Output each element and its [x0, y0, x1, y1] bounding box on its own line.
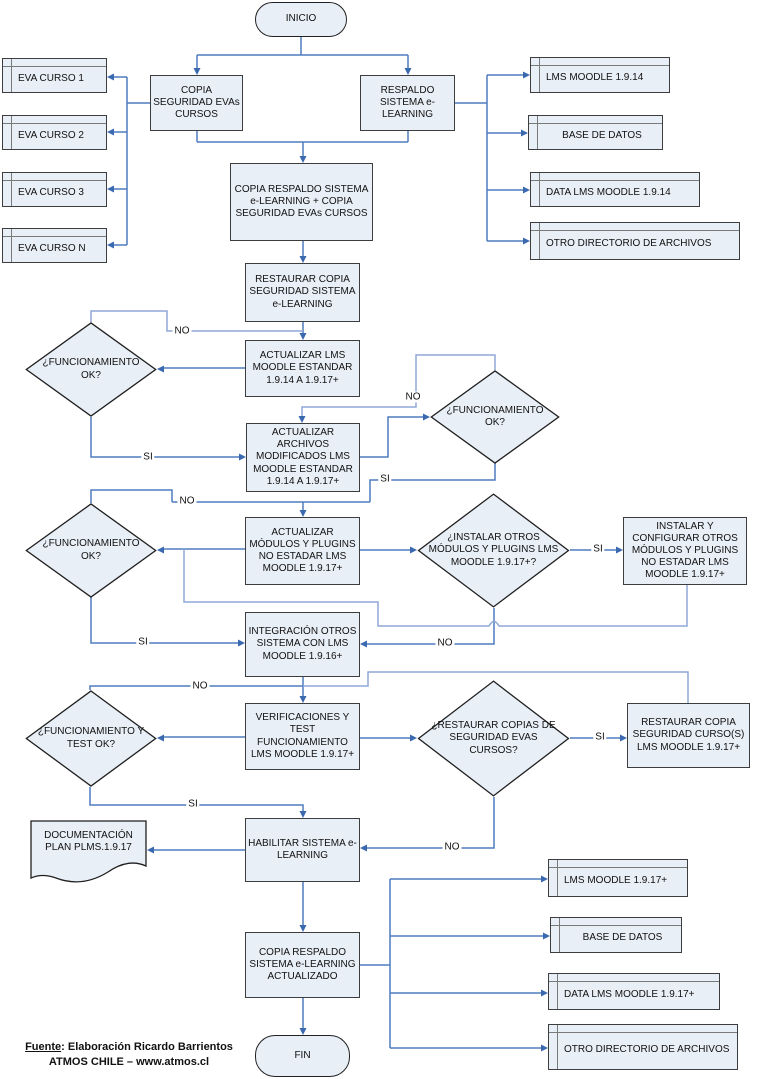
edge-label-si: SI [141, 451, 155, 463]
edge-label-si: SI [136, 636, 150, 648]
decision-label: ¿FUNCIONAMIENTO OK? [446, 404, 544, 428]
process-label: COPIA RESPALDO SISTEMA e-LEARNING + COPI… [234, 183, 369, 220]
diamond-shape [25, 690, 157, 787]
storage-eva-curso-3: EVA CURSO 3 [2, 172, 107, 207]
process-label: INSTALAR Y CONFIGURAR OTROS MÓDULOS Y PL… [631, 520, 739, 581]
process-actualizar-archivos-modificados: ACTUALIZAR ARCHIVOS MODIFICADOS LMS MOOD… [246, 423, 360, 492]
decision-funcionamiento-ok-2: ¿FUNCIONAMIENTO OK? [430, 370, 560, 464]
storage-otro-directorio-top: OTRO DIRECTORIO DE ARCHIVOS [530, 222, 740, 260]
process-copia-respaldo-actualizado: COPIA RESPALDO SISTEMA e-LEARNING ACTUAL… [245, 932, 360, 998]
storage-label: LMS MOODLE 1.9.17+ [564, 875, 668, 887]
terminator-fin-label: FIN [294, 1049, 311, 1061]
edge-label-si: SI [593, 731, 607, 743]
process-label: INTEGRACIÓN OTROS SISTEMA CON LMS MOODLE… [248, 626, 357, 662]
source-text: : Elaboración Ricardo Barrientos [61, 1041, 233, 1053]
terminator-inicio-label: INICIO [285, 13, 317, 25]
decision-restaurar-copias: ¿RESTAURAR COPIAS DE SEGURIDAD EVAS CURS… [417, 680, 570, 797]
diamond-shape [25, 322, 157, 417]
storage-base-de-datos-top: BASE DE DATOS [528, 115, 663, 150]
process-label: ACTUALIZAR MÓDULOS Y PLUGINS NO ESTADAR … [249, 526, 356, 575]
decision-label: ¿RESTAURAR COPIAS DE SEGURIDAD EVAS CURS… [431, 720, 556, 756]
storage-label: DATA LMS MOODLE 1.9.14 [546, 186, 671, 198]
storage-otro-directorio-bottom: OTRO DIRECTORIO DE ARCHIVOS [548, 1024, 738, 1070]
edge-label-si: SI [186, 798, 200, 810]
process-label: RESTAURAR COPIA SEGURIDAD CURSO(S) LMS M… [632, 717, 745, 753]
storage-label: BASE DE DATOS [562, 129, 642, 141]
edge-label-si: SI [591, 543, 605, 555]
storage-label: EVA CURSO 1 [18, 72, 84, 84]
source-line-2: ATMOS CHILE – www.atmos.cl [48, 1055, 210, 1068]
decision-instalar-otros-modulos: ¿INSTALAR OTROS MÓDULOS Y PLUGINS LMS MO… [417, 493, 570, 608]
storage-eva-curso-2: EVA CURSO 2 [2, 115, 107, 150]
process-integracion-otros-sistema: INTEGRACIÓN OTROS SISTEMA CON LMS MOODLE… [245, 612, 360, 677]
process-instalar-configurar-otros: INSTALAR Y CONFIGURAR OTROS MÓDULOS Y PL… [623, 517, 747, 585]
edge-label-si: SI [378, 473, 392, 485]
storage-eva-curso-1: EVA CURSO 1 [2, 58, 107, 93]
storage-base-de-datos-bottom: BASE DE DATOS [550, 917, 682, 953]
process-label: ACTUALIZAR ARCHIVOS MODIFICADOS LMS MOOD… [253, 427, 353, 487]
document-label: DOCUMENTACIÓN PLAN PLMS.1.9.17 [44, 830, 133, 854]
edge-label-no: NO [442, 841, 462, 853]
decision-funcionamiento-y-test: ¿FUNCIONAMIENTO Y TEST OK? [25, 690, 157, 787]
terminator-fin: FIN [255, 1035, 350, 1077]
process-label: HABILITAR SISTEMA e-LEARNING [248, 837, 357, 861]
storage-label: EVA CURSO 3 [18, 186, 84, 198]
decision-funcionamiento-ok-1: ¿FUNCIONAMIENTO OK? [25, 322, 157, 417]
decision-label: ¿INSTALAR OTROS MÓDULOS Y PLUGINS LMS MO… [428, 532, 559, 568]
decision-label: ¿FUNCIONAMIENTO OK? [42, 357, 140, 381]
edge-label-no: NO [435, 637, 455, 649]
diamond-shape [417, 493, 570, 608]
process-copia-respaldo-mas-seguridad: COPIA RESPALDO SISTEMA e-LEARNING + COPI… [230, 163, 373, 241]
process-verificaciones-test: VERIFICACIONES Y TEST FUNCIONAMIENTO LMS… [245, 703, 360, 770]
decision-funcionamiento-ok-3: ¿FUNCIONAMIENTO OK? [25, 503, 157, 598]
storage-label: DATA LMS MOODLE 1.9.17+ [564, 988, 695, 1000]
process-restaurar-copia-seguridad: RESTAURAR COPIA SEGURIDAD SISTEMA e-LEAR… [245, 263, 360, 322]
process-actualizar-modulos-plugins: ACTUALIZAR MÓDULOS Y PLUGINS NO ESTADAR … [245, 517, 360, 585]
storage-label: OTRO DIRECTORIO DE ARCHIVOS [564, 1044, 730, 1056]
document-shape [30, 820, 147, 883]
storage-eva-curso-n: EVA CURSO N [2, 228, 107, 263]
process-label: ACTUALIZAR LMS MOODLE ESTANDAR 1.9.14 A … [252, 350, 353, 386]
process-copia-seguridad-evas: COPIA SEGURIDAD EVAs CURSOS [150, 75, 243, 131]
process-label: RESTAURAR COPIA SEGURIDAD SISTEMA e-LEAR… [249, 274, 356, 310]
process-restaurar-copia-cursos: RESTAURAR COPIA SEGURIDAD CURSO(S) LMS M… [627, 703, 750, 768]
process-habilitar-sistema: HABILITAR SISTEMA e-LEARNING [245, 818, 360, 882]
storage-label: OTRO DIRECTORIO DE ARCHIVOS [546, 238, 712, 250]
decision-label: ¿FUNCIONAMIENTO Y TEST OK? [37, 726, 145, 750]
process-label: COPIA RESPALDO SISTEMA e-LEARNING ACTUAL… [249, 946, 356, 983]
storage-label: EVA CURSO 2 [18, 129, 84, 141]
edge-label-no: NO [172, 325, 192, 337]
edge-label-no: NO [177, 495, 197, 507]
diamond-shape [417, 680, 570, 797]
document-plan-plms: DOCUMENTACIÓN PLAN PLMS.1.9.17 [30, 820, 147, 884]
source-label: Fuente [25, 1041, 62, 1053]
decision-label: ¿FUNCIONAMIENTO OK? [42, 538, 140, 562]
process-label: RESPALDO SISTEMA e-LEARNING [379, 84, 435, 121]
source-line-1: Fuente: Elaboración Ricardo Barrientos [18, 1040, 240, 1055]
edge-label-no: NO [403, 391, 423, 403]
storage-data-lms-moodle-1-9-17: DATA LMS MOODLE 1.9.17+ [548, 973, 720, 1010]
storage-label: LMS MOODLE 1.9.14 [546, 72, 644, 84]
storage-label: EVA CURSO N [18, 242, 86, 254]
process-label: COPIA SEGURIDAD EVAs CURSOS [153, 84, 240, 121]
storage-label: BASE DE DATOS [582, 932, 663, 944]
source-note: Fuente: Elaboración Ricardo Barrientos A… [18, 1040, 240, 1070]
diamond-shape [25, 503, 157, 598]
edge-label-no: NO [190, 680, 210, 692]
storage-lms-moodle-1-9-17: LMS MOODLE 1.9.17+ [548, 859, 688, 897]
storage-lms-moodle-1-9-14: LMS MOODLE 1.9.14 [530, 57, 670, 93]
diamond-shape [430, 370, 560, 464]
process-label: VERIFICACIONES Y TEST FUNCIONAMIENTO LMS… [250, 712, 355, 760]
process-respaldo-sistema: RESPALDO SISTEMA e-LEARNING [360, 75, 455, 131]
process-actualizar-lms-estandar: ACTUALIZAR LMS MOODLE ESTANDAR 1.9.14 A … [245, 340, 360, 397]
storage-data-lms-moodle-1-9-14: DATA LMS MOODLE 1.9.14 [530, 172, 700, 207]
terminator-inicio: INICIO [255, 2, 347, 37]
